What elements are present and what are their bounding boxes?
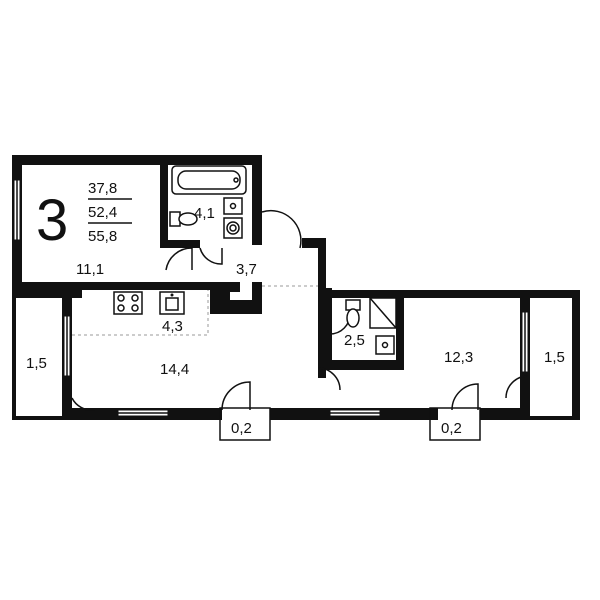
room-labels: 11,1 4,1 3,7 4,3 14,4 1,5 2,5 12,3 1,5 0… (26, 205, 565, 437)
balcony-niches (219, 407, 481, 441)
bathroom-fixtures (169, 165, 397, 355)
label-niche-left: 0,2 (231, 420, 252, 437)
area-living: 37,8 (88, 180, 117, 197)
label-balcony-right: 1,5 (544, 349, 565, 366)
label-kitchen: 4,3 (162, 318, 183, 335)
area-total: 52,4 (88, 204, 117, 221)
label-bathroom-top: 4,1 (194, 205, 215, 222)
label-bedroom-right: 12,3 (444, 349, 473, 366)
summary-block: 3 37,8 52,4 55,8 (36, 180, 132, 253)
rooms-count: 3 (36, 188, 68, 253)
label-balcony-left: 1,5 (26, 355, 47, 372)
kitchen-fixtures (72, 285, 318, 336)
label-niche-right: 0,2 (441, 420, 462, 437)
doors (71, 209, 529, 411)
label-bathroom-small: 2,5 (344, 332, 365, 349)
label-room-top-left: 11,1 (76, 261, 104, 278)
windows (13, 179, 529, 417)
label-hall: 3,7 (236, 261, 257, 278)
area-total-with-balcony: 55,8 (88, 228, 117, 245)
label-living-room: 14,4 (160, 361, 189, 378)
